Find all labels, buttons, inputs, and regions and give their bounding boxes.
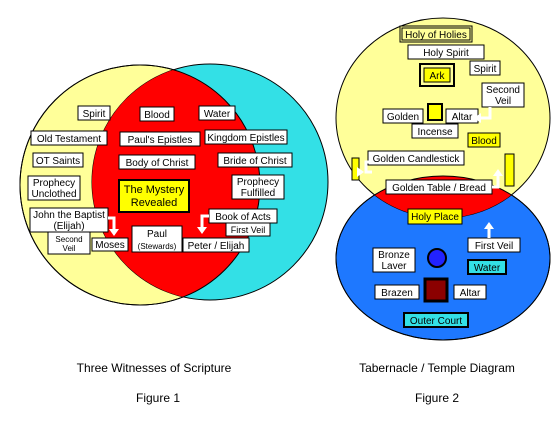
prophecy-fulfilled-line1: Prophecy [237,177,279,188]
john-the-baptist-label: John the Baptist [33,210,105,221]
ark-box [423,67,451,83]
book-of-acts-label: Book of Acts [215,212,271,223]
golden-table-label: Golden Table / Bread [392,183,486,194]
holy-place-label: Holy Place [411,212,459,223]
paul-label: Paul [147,229,167,240]
altar2-label: Altar [460,288,481,299]
arrow-second-veil [480,107,492,120]
holy-place-box [407,208,463,225]
pauls-epistles-label: Paul's Epistles [128,135,193,146]
fig1-spirit-label: Spirit [83,109,106,120]
arrow-table [492,175,500,189]
golden-altar-square [427,103,443,121]
fig2-first-veil-label: First Veil [475,241,513,252]
old-testament-label: Old Testament [37,134,102,145]
prophecy-fulfilled-line2: Fulfilled [241,188,275,199]
fig2-spirit-label: Spirit [474,64,497,75]
ot-saints-label: OT Saints [36,156,80,167]
fig2-second-veil-line2: Veil [495,96,511,107]
fig1-blood-label: Blood [144,110,170,121]
moses-label: Moses [95,240,124,251]
altar-label: Altar [452,112,473,123]
holy-spirit-label: Holy Spirit [423,48,469,59]
brazen-altar-square [423,277,449,303]
golden-candlestick-label: Golden Candlestick [373,154,461,165]
arrow-john-to-center [108,216,116,230]
table-bar [504,153,515,187]
arrow-acts-to-center [200,214,209,228]
figure-2: Holy of Holies Holy Spirit Ark Spirit Se… [335,17,551,341]
fig2-caption-number: Figure 2 [415,391,459,405]
outer-court-label: Outer Court [410,316,462,327]
fig1-first-veil-label: First Veil [231,225,266,235]
outer-court-box [403,312,469,328]
prophecy-unclothed-line2: Unclothed [31,189,76,200]
bride-of-christ-label: Bride of Christ [223,156,287,167]
mystery-line2: Revealed [131,197,177,209]
bronze-line2: Laver [381,261,407,272]
second-veil-line1: Second [55,235,82,244]
blood-box [467,132,501,148]
fig1-caption-title: Three Witnesses of Scripture [77,361,232,375]
mystery-line1: The Mystery [124,184,185,196]
stewards-label: (Stewards) [138,242,177,251]
golden-label: Golden [387,112,419,123]
fig2-blood-label: Blood [471,136,497,147]
bronze-line1: Bronze [378,250,410,261]
kingdom-epistles-label: Kingdom Epistles [207,133,284,144]
prophecy-unclothed-line1: Prophecy [33,178,75,189]
fig2-caption-title: Tabernacle / Temple Diagram [359,361,515,375]
elijah-label: (Elijah) [53,221,84,232]
peter-elijah-label: Peter / Elijah [188,241,245,252]
second-veil-line2: Veil [63,244,76,253]
fig2-water-label: Water [474,263,501,274]
holy-of-holies-box [399,25,473,43]
mystery-box [118,179,190,213]
ark-label: Ark [430,71,446,82]
brazen-label: Brazen [381,288,413,299]
body-of-christ-label: Body of Christ [126,158,189,169]
holy-of-holies-label: Holy of Holies [405,30,467,41]
fig1-caption-number: Figure 1 [136,391,180,405]
incense-label: Incense [417,127,452,138]
fig1-water-label: Water [204,109,231,120]
bronze-laver-circle [427,248,447,268]
fig2-second-veil-line1: Second [486,85,520,96]
water-box [467,259,507,275]
arrow-candlestick [364,160,372,174]
figure-1: Spirit Blood Water Old Testament Paul's … [19,63,329,306]
